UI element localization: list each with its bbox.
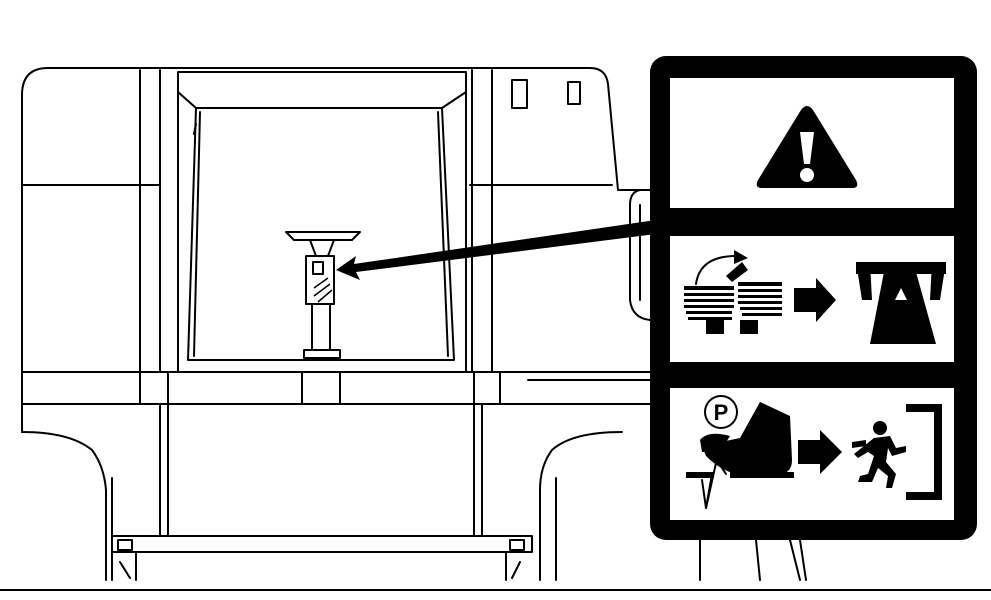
steering-column xyxy=(285,231,361,359)
safety-decal: P xyxy=(650,56,977,540)
cab-outline xyxy=(21,67,661,433)
exit-person-icon xyxy=(852,404,942,500)
cab-window-small xyxy=(511,79,528,109)
arrow-right-icon xyxy=(798,430,842,474)
highway-road-icon xyxy=(856,262,946,344)
steering-tilt-icon xyxy=(684,250,782,334)
decal-panel-lower-steering xyxy=(670,236,954,362)
parking-symbol-text: P xyxy=(714,400,729,425)
windshield-frame xyxy=(177,71,467,109)
arrow-right-icon xyxy=(794,278,836,322)
decal-panel-parking-brake-exit: P xyxy=(670,388,954,520)
machine-cab-drawing xyxy=(0,67,991,591)
cab-window-small xyxy=(567,81,581,105)
warning-triangle-icon xyxy=(756,106,858,188)
pointer-arrow xyxy=(336,220,656,280)
decal-panel-warning xyxy=(670,78,954,208)
parking-brake-pedal-icon: P xyxy=(686,395,794,509)
